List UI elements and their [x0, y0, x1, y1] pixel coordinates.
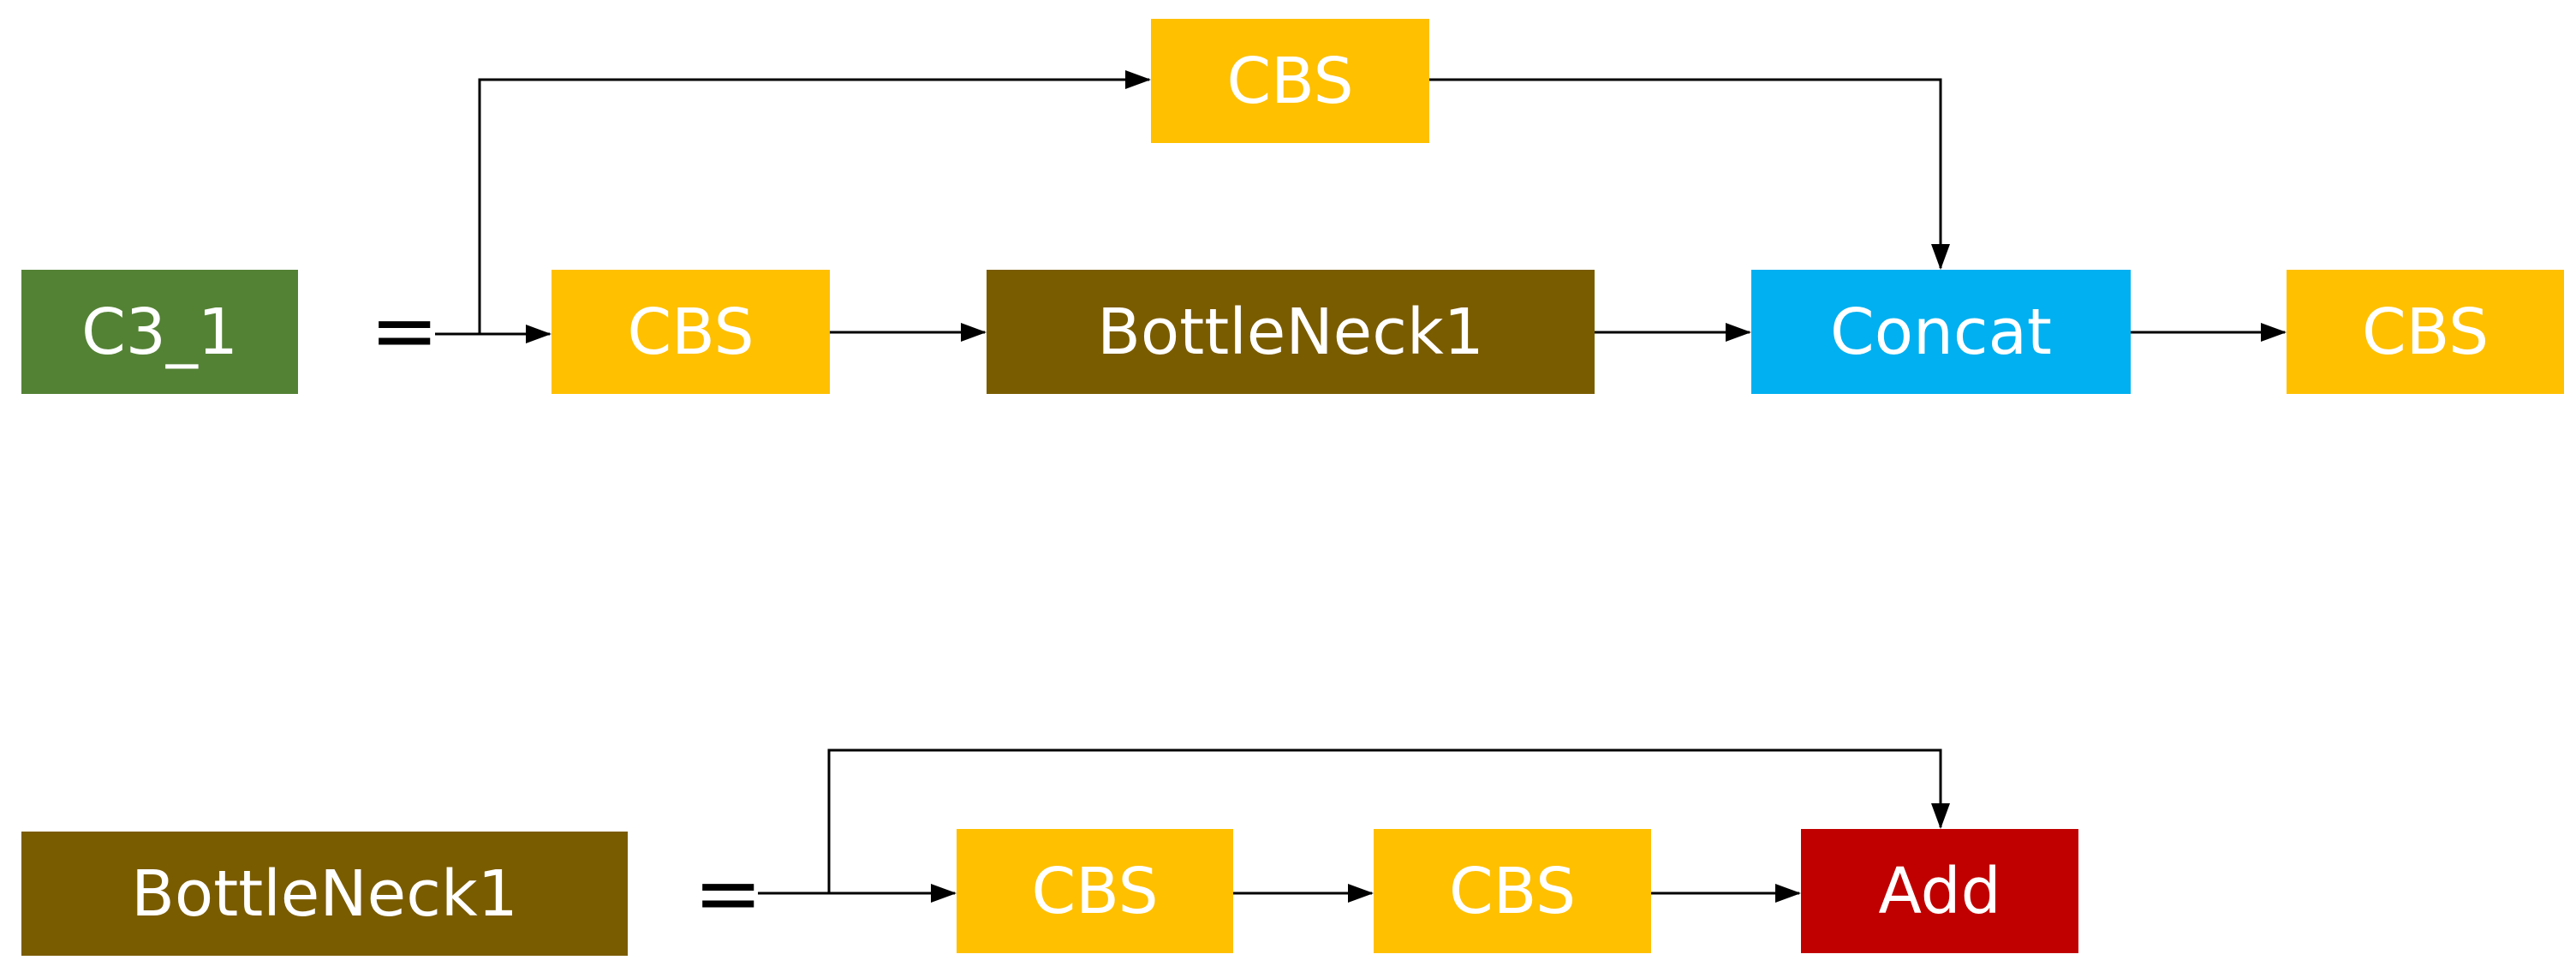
arrow-residual-skip — [827, 748, 1950, 893]
concat-block: Concat — [1751, 270, 2131, 394]
c3-block: C3_1 — [21, 270, 298, 394]
cbs-output-block: CBS — [2287, 270, 2564, 394]
bottleneck-definition-block: BottleNeck1 — [21, 832, 628, 956]
cbs-first-block: CBS — [957, 829, 1233, 953]
add-block: Add — [1801, 829, 2078, 953]
equals-sign: = — [694, 845, 763, 941]
arrow-skip-to-top-cbs — [478, 70, 1151, 334]
cbs-top-branch-block: CBS — [1151, 19, 1429, 143]
cbs-second-block: CBS — [1374, 829, 1651, 953]
bottleneck-block: BottleNeck1 — [987, 270, 1595, 394]
equals-sign: = — [370, 283, 439, 379]
cbs-block: CBS — [552, 270, 830, 394]
arrow-top-cbs-to-concat — [1429, 78, 1950, 270]
